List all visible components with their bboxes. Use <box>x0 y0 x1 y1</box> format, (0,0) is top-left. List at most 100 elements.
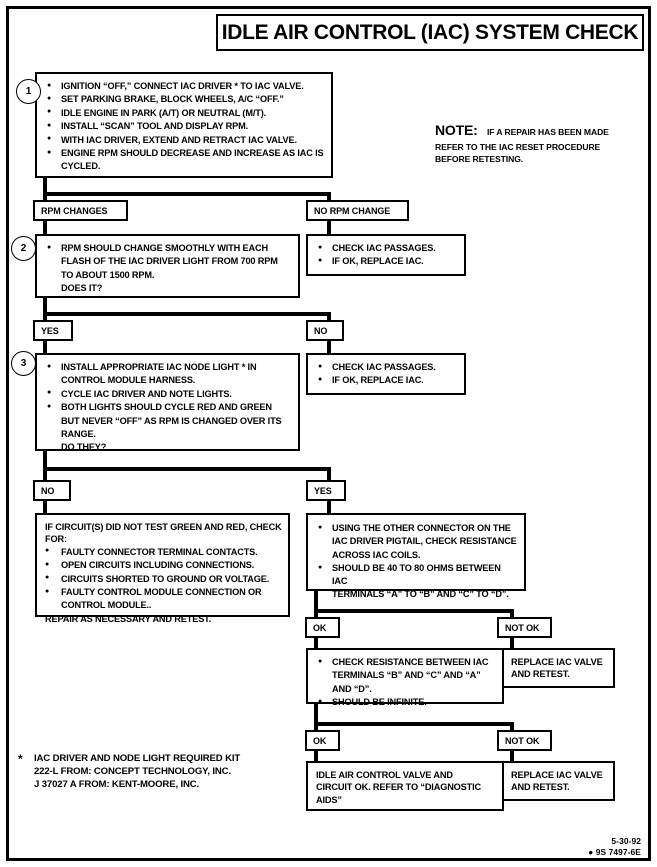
list-item: BOTH LIGHTS SHOULD CYCLE RED AND GREEN <box>47 401 292 414</box>
branch-label-yes-1: YES <box>33 320 73 341</box>
connector-ok-2-down <box>314 751 318 763</box>
list-item: RPM SHOULD CHANGE SMOOTHLY WITH EACH <box>47 241 292 254</box>
circuit-ok-box: IDLE AIR CONTROL VALVE AND CIRCUIT OK. R… <box>306 761 504 811</box>
note-block: NOTE: IF A REPAIR HAS BEEN MADE REFER TO… <box>435 122 640 165</box>
connector-to-not-ok-1 <box>510 609 514 619</box>
branch-label-yes-2: YES <box>306 480 346 501</box>
branch-label-text: YES <box>314 485 332 496</box>
replace-valve-line-1: REPLACE IAC VALVE <box>511 770 603 780</box>
connector-resistance-down <box>314 591 318 613</box>
no-rpm-actions-list: CHECK IAC PASSAGES. IF OK, REPLACE IAC. <box>318 241 458 268</box>
connector-step3-down <box>43 451 47 471</box>
list-item: CHECK IAC PASSAGES. <box>318 241 458 254</box>
list-item-cont: FLASH OF THE IAC DRIVER LIGHT FROM 700 R… <box>61 256 278 267</box>
list-item-cont: TO ABOUT 1500 RPM. <box>61 269 155 280</box>
list-item: FAULTY CONNECTOR TERMINAL CONTACTS. <box>45 545 282 558</box>
footnote-line-1-wrap: * IAC DRIVER AND NODE LIGHT REQUIRED KIT <box>18 752 318 766</box>
list-item-cont: DOES IT? <box>61 283 103 294</box>
branch-label-text: NOT OK <box>505 735 540 746</box>
list-item-cont: CYCLED. <box>61 161 101 172</box>
connector-no-rpm-change-down <box>327 221 331 236</box>
replace-valve-line-2: AND RETEST. <box>511 669 570 680</box>
list-item-cont: CONTROL MODULE.. <box>61 600 152 611</box>
list-item: IF OK, REPLACE IAC. <box>318 374 458 387</box>
connector-not-ok-2-down <box>510 751 514 763</box>
step-number-3: 3 <box>11 351 36 376</box>
circuit-ok-line-2: CIRCUIT OK. REFER TO “DIAGNOSTIC <box>316 782 482 793</box>
note-body-line-3: BEFORE RETESTING. <box>435 154 524 164</box>
resistance-check-list: USING THE OTHER CONNECTOR ON THE IAC DRI… <box>318 521 518 600</box>
note-body-line-1: IF A REPAIR HAS BEEN MADE <box>487 127 609 137</box>
list-item: ENGINE RPM SHOULD DECREASE AND INCREASE … <box>47 147 325 160</box>
circuit-fail-intro-2: FOR: <box>45 534 67 545</box>
circuit-fail-closing: REPAIR AS NECESSARY AND RETEST. <box>45 613 212 624</box>
step-number-2: 2 <box>11 236 36 261</box>
connector-step3-split <box>43 467 331 471</box>
stamp-date: 5-30-92 <box>611 836 641 846</box>
list-item-cont: ACROSS IAC COILS. <box>332 549 421 560</box>
branch-label-no-rpm-change: NO RPM CHANGE <box>306 200 409 221</box>
list-item: IF OK, REPLACE IAC. <box>318 255 458 268</box>
replace-valve-line-1: REPLACE IAC VALVE <box>511 657 603 667</box>
connector-step2-split <box>43 312 331 316</box>
list-item: SET PARKING BRAKE, BLOCK WHEELS, A/C “OF… <box>47 93 325 106</box>
asterisk-icon: * <box>18 752 23 766</box>
page-title: IDLE AIR CONTROL (IAC) SYSTEM CHECK <box>216 14 644 51</box>
step-number-1: 1 <box>16 79 41 104</box>
list-item-cont: AND “D”. <box>332 683 372 694</box>
list-item: USING THE OTHER CONNECTOR ON THE <box>318 521 518 534</box>
stamp-code: ● 9S 7497-6E <box>588 846 641 857</box>
branch-label-ok-2: OK <box>305 730 340 751</box>
connector-ok-1-down <box>314 638 318 650</box>
branch-label-not-ok-2: NOT OK <box>497 730 552 751</box>
circuit-ok-line-1: IDLE AIR CONTROL VALVE AND <box>316 770 453 780</box>
page-title-text: IDLE AIR CONTROL (IAC) SYSTEM CHECK <box>221 20 639 44</box>
connector-to-ok-2 <box>314 722 318 732</box>
branch-label-text: NO <box>41 485 55 496</box>
branch-label-rpm-changes: RPM CHANGES <box>33 200 128 221</box>
step-1-list: IGNITION “OFF,” CONNECT IAC DRIVER * TO … <box>47 79 325 173</box>
connector-to-rpm-changes <box>43 192 47 202</box>
circuit-ok-line-3: AIDS” <box>316 794 342 805</box>
list-item: CHECK IAC PASSAGES. <box>318 360 458 373</box>
list-item-cont: DO THEY? <box>61 442 107 453</box>
connector-to-not-ok-2 <box>510 722 514 732</box>
list-item: CYCLE IAC DRIVER AND NOTE LIGHTS. <box>47 387 292 400</box>
list-item: SHOULD BE 40 TO 80 OHMS BETWEEN IAC <box>318 562 518 587</box>
footnote-block: * IAC DRIVER AND NODE LIGHT REQUIRED KIT… <box>18 752 318 791</box>
footnote-line-1: IAC DRIVER AND NODE LIGHT REQUIRED KIT <box>34 753 241 764</box>
connector-to-yes-2 <box>327 467 331 480</box>
connector-no-2-down <box>43 501 47 515</box>
connector-infinite-down <box>314 704 318 726</box>
connector-to-no-1 <box>327 312 331 322</box>
step-3-list: INSTALL APPROPRIATE IAC NODE LIGHT * IN … <box>47 360 292 454</box>
connector-rpm-changes-down <box>43 221 47 236</box>
circuit-fail-box: IF CIRCUIT(S) DID NOT TEST GREEN AND RED… <box>35 513 290 624</box>
list-item-cont: IAC DRIVER PIGTAIL, CHECK RESISTANCE <box>332 536 517 547</box>
connector-to-no-2 <box>43 467 47 480</box>
list-item: IDLE ENGINE IN PARK (A/T) OR NEUTRAL (M/… <box>47 106 325 119</box>
replace-valve-line-2: AND RETEST. <box>511 782 570 793</box>
connector-to-no-rpm-change <box>327 192 331 202</box>
list-item: INSTALL “SCAN” TOOL AND DISPLAY RPM. <box>47 120 325 133</box>
connector-yes-1-down <box>43 341 47 355</box>
list-item: CHECK RESISTANCE BETWEEN IAC <box>318 655 496 668</box>
resistance-infinite-box: CHECK RESISTANCE BETWEEN IAC TERMINALS “… <box>306 648 504 709</box>
replace-valve-box-2: REPLACE IAC VALVE AND RETEST. <box>502 761 615 801</box>
connector-infinite-split <box>314 722 514 726</box>
branch-label-not-ok-1: NOT OK <box>497 617 552 638</box>
branch-label-no-2: NO <box>33 480 71 501</box>
list-item: INSTALL APPROPRIATE IAC NODE LIGHT * IN <box>47 360 292 373</box>
no-actions-step2-list: CHECK IAC PASSAGES. IF OK, REPLACE IAC. <box>318 360 458 387</box>
connector-resistance-split <box>314 609 514 613</box>
list-item-cont: BUT NEVER “OFF” AS RPM IS CHANGED OVER I… <box>61 415 282 426</box>
connector-yes-2-down <box>327 501 331 515</box>
list-item: SHOULD BE INFINITE. <box>318 696 496 709</box>
no-rpm-actions-box: CHECK IAC PASSAGES. IF OK, REPLACE IAC. <box>306 234 466 276</box>
list-item-cont: TERMINALS “B” AND “C” AND “A” <box>332 670 481 681</box>
connector-step1-split <box>43 192 331 196</box>
replace-valve-box-1: REPLACE IAC VALVE AND RETEST. <box>502 648 615 688</box>
connector-to-yes-1 <box>43 312 47 322</box>
list-item-cont: TERMINALS “A” TO “B” AND “C” TO “D”. <box>332 589 509 600</box>
